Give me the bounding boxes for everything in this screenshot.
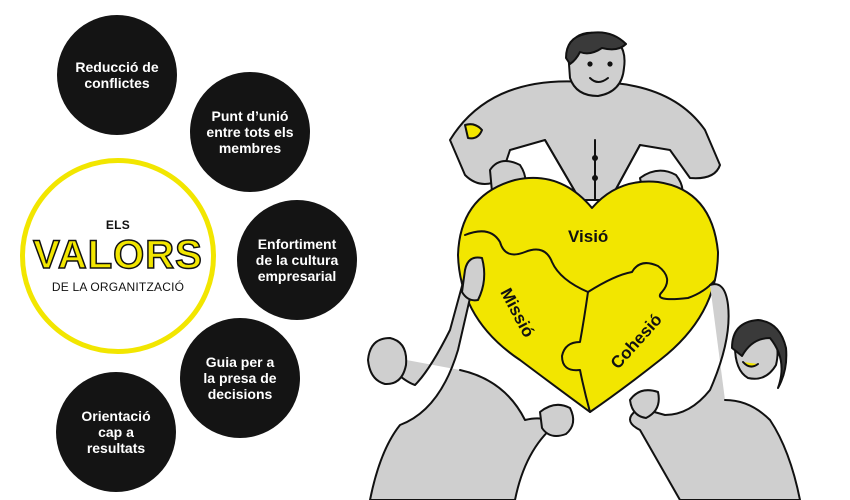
value-bubble-union-point: Punt d’unió entre tots els membres [190,72,310,192]
bottom-left-person-figure [367,256,575,500]
central-values-circle: ELS VALORS DE LA ORGANITZACIÓ [20,158,216,354]
value-bubble-decision-guide: Guia per a la presa de decisions [180,318,300,438]
center-title: VALORS [32,233,203,277]
value-bubble-label: Guia per a la presa de decisions [203,354,277,402]
illustration-svg: Visió Missió Cohesió [367,31,801,500]
bottom-right-person-figure [629,283,801,500]
value-bubble-label: Reducció de conflictes [75,59,159,91]
value-bubble-culture-strengthening: Enfortiment de la cultura empresarial [237,200,357,320]
puzzle-label-vision: Visió [568,227,608,246]
value-bubble-label: Orientació cap a resultats [81,408,151,456]
center-top-label: ELS [105,218,131,232]
center-subtitle: DE LA ORGANITZACIÓ [51,280,185,294]
value-bubble-label: Enfortiment de la cultura empresarial [255,236,339,284]
value-bubble-conflict-reduction: Reducció de conflictes [57,15,177,135]
heart-puzzle [457,176,719,413]
value-bubble-label: Punt d’unió entre tots els membres [206,108,294,156]
value-bubble-results-orientation: Orientació cap a resultats [56,372,176,492]
teamwork-heart-puzzle-illustration: Visió Missió Cohesió [340,30,850,500]
top-person-figure [449,31,721,209]
